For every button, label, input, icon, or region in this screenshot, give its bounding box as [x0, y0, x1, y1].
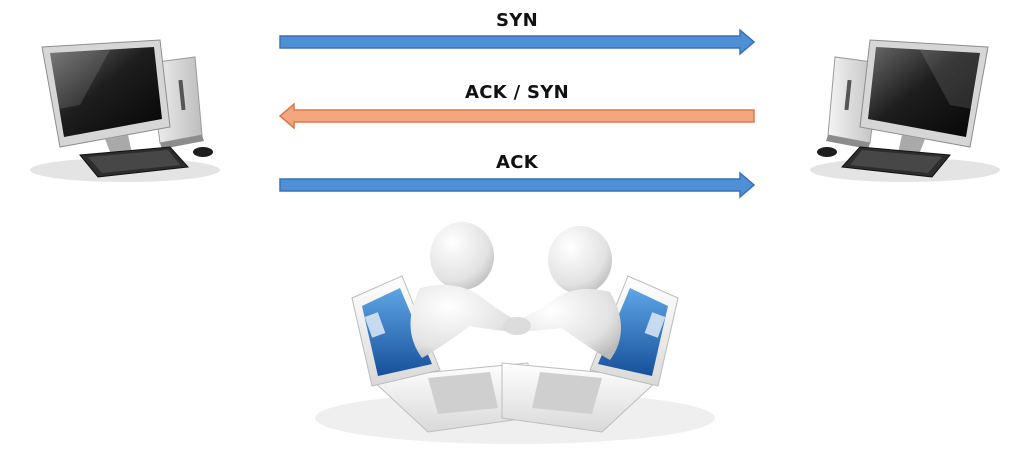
- ack-syn-label: ACK / SYN: [465, 82, 569, 103]
- laptop-handshake-icon: [315, 222, 715, 444]
- ack-label: ACK: [496, 152, 538, 173]
- syn-arrow-shape: [279, 28, 756, 56]
- right-desktop-computer-icon: [810, 39, 1000, 182]
- ack-syn-arrow: [278, 102, 755, 130]
- ack-syn-arrow-shape: [278, 102, 755, 130]
- ack-arrow: [279, 171, 756, 199]
- syn-arrow: [279, 28, 756, 56]
- left-desktop-computer-icon: [30, 39, 220, 182]
- syn-label: SYN: [496, 10, 538, 31]
- ack-arrow-shape: [279, 171, 756, 199]
